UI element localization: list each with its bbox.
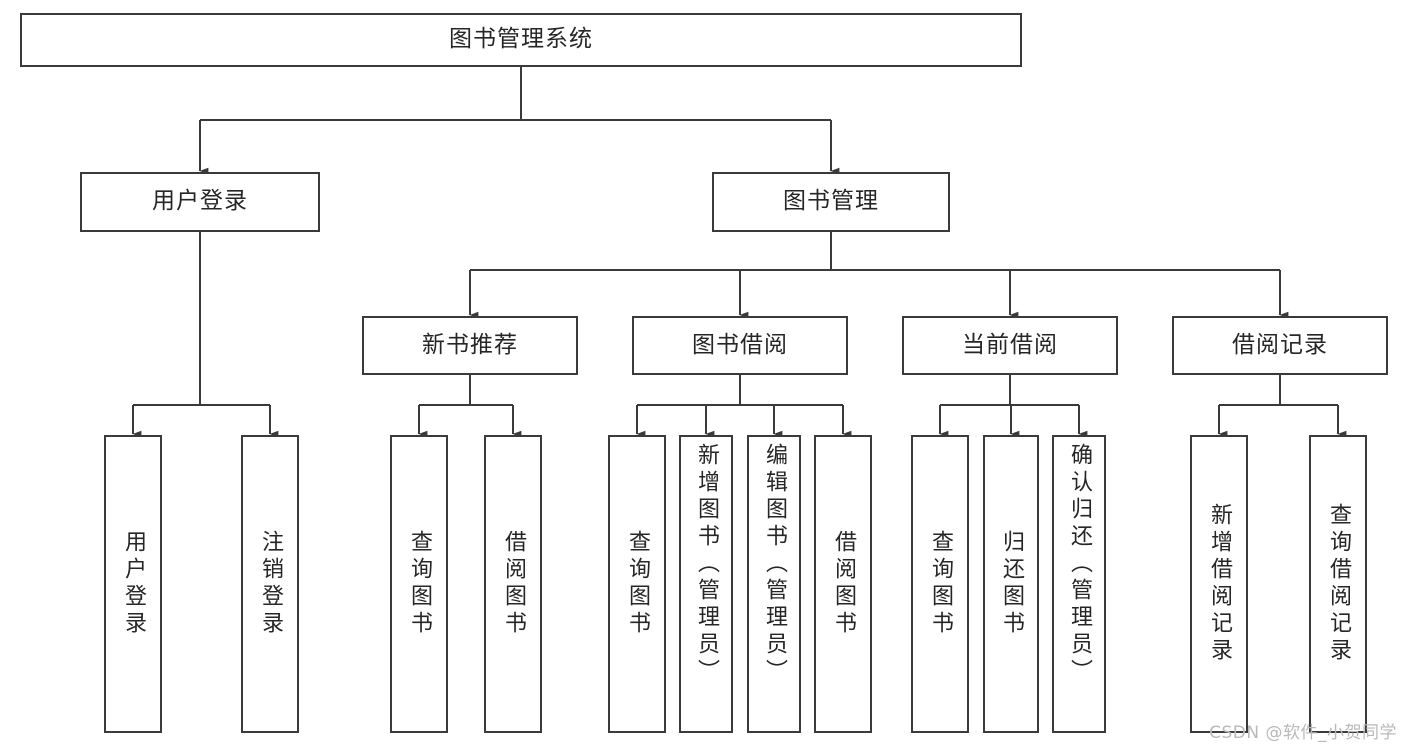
- node-label: 查询借阅记录: [1326, 503, 1351, 665]
- node-l2-user: 用户登录: [80, 172, 320, 232]
- node-leaf-nb-query: 查询图书: [390, 435, 448, 733]
- node-label: 用户登录: [121, 530, 146, 638]
- node-leaf-cu-query: 查询图书: [911, 435, 969, 733]
- node-leaf-rc-query: 查询借阅记录: [1309, 435, 1367, 733]
- node-label: 借阅记录: [1232, 331, 1328, 358]
- watermark-text: CSDN @软件_小贺同学: [1209, 723, 1397, 743]
- node-label: 注销登录: [258, 530, 283, 638]
- node-label: 新增图书（管理员）: [694, 443, 719, 686]
- node-l3-current: 当前借阅: [902, 316, 1118, 375]
- node-leaf-br-edit: 编辑图书（管理员）: [747, 435, 801, 733]
- node-label: 用户登录: [152, 188, 248, 215]
- node-label: 编辑图书（管理员）: [762, 443, 787, 686]
- node-label: 新增借阅记录: [1207, 503, 1232, 665]
- node-label: 图书管理: [783, 188, 879, 215]
- node-label: 查询图书: [928, 530, 953, 638]
- node-leaf-br-add: 新增图书（管理员）: [679, 435, 733, 733]
- node-label: 借阅图书: [831, 530, 856, 638]
- node-label: 图书管理系统: [449, 26, 593, 53]
- node-label: 确认归还（管理员）: [1067, 443, 1092, 686]
- node-root: 图书管理系统: [20, 13, 1022, 67]
- node-label: 借阅图书: [501, 530, 526, 638]
- node-leaf-br-query: 查询图书: [608, 435, 666, 733]
- node-l3-record: 借阅记录: [1172, 316, 1388, 375]
- node-label: 图书借阅: [692, 331, 788, 358]
- node-label: 归还图书: [999, 530, 1024, 638]
- node-label: 新书推荐: [422, 331, 518, 358]
- node-label: 当前借阅: [962, 331, 1058, 358]
- node-l3-newbook: 新书推荐: [362, 316, 578, 375]
- node-leaf-rc-add: 新增借阅记录: [1190, 435, 1248, 733]
- node-leaf-cu-return: 归还图书: [983, 435, 1039, 733]
- node-label: 查询图书: [625, 530, 650, 638]
- node-l2-book: 图书管理: [712, 172, 950, 232]
- node-label: 查询图书: [407, 530, 432, 638]
- node-leaf-user-login: 用户登录: [104, 435, 162, 733]
- node-leaf-user-logout: 注销登录: [241, 435, 299, 733]
- node-leaf-nb-borrow: 借阅图书: [484, 435, 542, 733]
- node-leaf-cu-confirm: 确认归还（管理员）: [1052, 435, 1106, 733]
- node-leaf-br-borrow: 借阅图书: [814, 435, 872, 733]
- node-l3-borrow: 图书借阅: [632, 316, 848, 375]
